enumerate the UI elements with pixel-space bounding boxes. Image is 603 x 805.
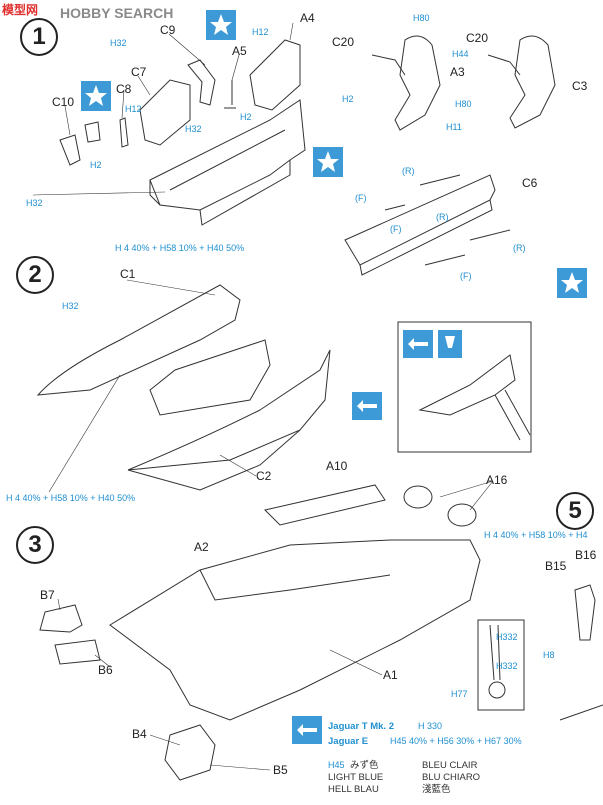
swap-arrows-icon xyxy=(403,330,433,358)
step-number-3: 3 xyxy=(16,526,54,564)
star-decal-icon xyxy=(313,147,343,177)
legend-code: H45 xyxy=(328,760,345,770)
legend-jp: みず色 xyxy=(350,760,379,771)
legend-cn: 淺藍色 xyxy=(422,784,451,795)
paint-code: H332 xyxy=(496,661,518,671)
part-label-a10: A10 xyxy=(326,459,348,473)
part-label-b6: B6 xyxy=(98,663,113,677)
fuselage-c2-drawing xyxy=(127,349,331,491)
exhaust-nozzles-drawing xyxy=(403,485,477,527)
part-label-a3: A3 xyxy=(450,65,465,79)
step5-partial-drawing xyxy=(559,584,603,721)
part-label-a1: A1 xyxy=(383,668,398,682)
swap-arrows-icon xyxy=(292,716,322,744)
part-c10-drawing xyxy=(59,121,101,166)
variant-e-label: Jaguar E xyxy=(328,736,369,747)
spine-a10-drawing xyxy=(264,484,386,526)
swap-arrows-icon xyxy=(352,392,382,420)
paint-code: H32 xyxy=(62,301,79,311)
part-label-c6: C6 xyxy=(522,176,538,190)
part-label-c1: C1 xyxy=(120,267,136,281)
legend-en: LIGHT BLUE xyxy=(328,772,384,783)
pilot-figures-drawing xyxy=(371,35,556,131)
step-number-5: 5 xyxy=(556,492,594,530)
star-decal-icon xyxy=(557,268,587,298)
front-part-marker: (F) xyxy=(355,193,367,203)
rear-part-marker: (R) xyxy=(513,243,526,253)
ladder-inset-frame xyxy=(397,321,532,453)
part-label-c7: C7 xyxy=(131,65,147,79)
part-label-a16: A16 xyxy=(486,473,508,487)
part-label-b7: B7 xyxy=(40,588,55,602)
gear-wheel-drawing xyxy=(488,681,506,699)
part-label-c8: C8 xyxy=(116,82,132,96)
paint-code: H32 xyxy=(185,124,202,134)
variant-e-mix: H45 40% + H56 30% + H67 30% xyxy=(390,736,522,746)
step-number-2: 2 xyxy=(16,256,54,294)
part-label-a2: A2 xyxy=(194,540,209,554)
color-mix-step2: H 4 40% + H58 10% + H40 50% xyxy=(6,493,136,503)
paint-code: H80 xyxy=(455,99,472,109)
part-label-a4: A4 xyxy=(300,11,315,25)
canopy-c1-drawing xyxy=(36,284,271,416)
gear-inset-frame xyxy=(477,619,525,711)
cockpit-tub-drawing xyxy=(149,99,306,226)
air-intake-drawing xyxy=(39,604,216,781)
step-number-1: 1 xyxy=(20,18,58,56)
color-mix-step1: H 4 40% + H58 10% + H40 50% xyxy=(115,243,245,253)
part-label-c3: C3 xyxy=(572,79,588,93)
front-part-marker: (F) xyxy=(390,224,402,234)
ladder-inset-drawing xyxy=(418,354,531,441)
watermark-logo: 模型网 xyxy=(2,3,39,17)
part-c8-drawing xyxy=(119,117,129,148)
paint-code: H32 xyxy=(26,198,43,208)
gear-inset-drawing xyxy=(489,624,501,681)
paint-code: H2 xyxy=(90,160,102,170)
star-decal-icon xyxy=(206,10,236,40)
rear-cockpit-c6-drawing xyxy=(344,174,496,276)
part-label-c10: C10 xyxy=(52,95,75,109)
legend-it: BLU CHIARO xyxy=(422,772,481,783)
star-decal-icon xyxy=(81,81,111,111)
fuselage-a1-a2-drawing xyxy=(109,539,481,721)
variant-tmk2-code: H 330 xyxy=(418,721,443,731)
paint-code: H77 xyxy=(451,689,468,699)
leader-lines xyxy=(32,22,494,771)
paint-code: H32 xyxy=(110,38,127,48)
rear-part-marker: (R) xyxy=(402,166,415,176)
part-label-a5: A5 xyxy=(232,44,247,58)
part-label-b5: B5 xyxy=(273,763,288,777)
paint-code: H332 xyxy=(496,632,518,642)
part-label-b16: B16 xyxy=(575,548,597,562)
legend-de: HELL BLAU xyxy=(328,784,379,795)
part-label-c2: C2 xyxy=(256,469,272,483)
watermark-text: HOBBY SEARCH xyxy=(60,5,174,21)
front-part-marker: (F) xyxy=(460,271,472,281)
glue-applicator-icon xyxy=(438,330,462,358)
part-label-b4: B4 xyxy=(132,727,147,741)
color-mix-step5: H 4 40% + H58 10% + H4 xyxy=(484,530,588,540)
rear-part-marker: (R) xyxy=(436,212,449,222)
paint-code: H2 xyxy=(240,112,252,122)
paint-code: H11 xyxy=(446,122,462,132)
paint-code: H2 xyxy=(342,94,354,104)
variant-tmk2-label: Jaguar T Mk. 2 xyxy=(328,721,394,732)
paint-code: H80 xyxy=(413,13,430,23)
part-label-c20: C20 xyxy=(466,31,489,45)
part-label-c20: C20 xyxy=(332,35,355,49)
part-label-b15: B15 xyxy=(545,559,567,573)
paint-code: H8 xyxy=(543,650,555,660)
control-stick-drawing xyxy=(224,80,236,109)
ejection-seat-drawing xyxy=(139,39,301,146)
part-label-c9: C9 xyxy=(160,23,176,37)
paint-code: H12 xyxy=(252,27,269,37)
paint-code: H12 xyxy=(125,104,142,114)
part-c9-drawing xyxy=(187,59,216,106)
paint-code: H44 xyxy=(452,49,469,59)
legend-fr: BLEU CLAIR xyxy=(422,760,478,771)
side-rails-drawing xyxy=(384,174,511,266)
